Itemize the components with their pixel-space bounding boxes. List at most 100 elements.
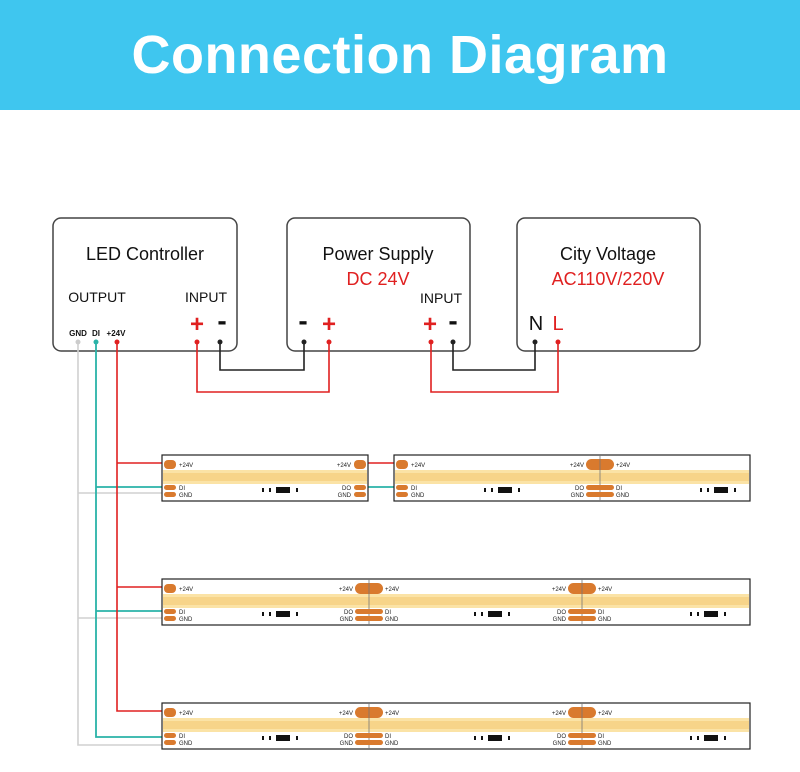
led-chip-pin <box>296 736 298 740</box>
led-chip-pin <box>700 488 702 492</box>
strip-joint-gnd <box>355 616 383 621</box>
led-chip <box>276 611 290 617</box>
city-voltage-value: AC110V/220V <box>552 269 665 289</box>
wire-24v-bus <box>116 342 162 712</box>
controller-input-plus: + <box>190 311 204 338</box>
led-chip-pin <box>474 736 476 740</box>
strip-label-v24: +24V <box>179 463 193 469</box>
strip-label-gnd: GND <box>385 617 399 623</box>
output-wires <box>75 339 398 746</box>
led-chip <box>488 735 502 741</box>
led-chip-pin <box>690 736 692 740</box>
strip-label-di: DI <box>179 734 185 740</box>
strip-pad-24v <box>396 460 408 469</box>
strip-joint-di <box>568 733 596 738</box>
strip-label-di: DI <box>598 734 604 740</box>
led-chip-pin <box>269 488 271 492</box>
led-chip-pin <box>296 488 298 492</box>
strip-label-di: DI <box>385 734 391 740</box>
strip-pad-gnd <box>164 740 176 745</box>
led-chip-pin <box>262 612 264 616</box>
title-banner: Connection Diagram <box>0 0 800 110</box>
strip-label-v24: +24V <box>616 463 630 469</box>
strip-joint-gnd <box>568 616 596 621</box>
strip-row1-seg1-led-core <box>163 473 367 481</box>
strip-label-gnd: GND <box>616 493 630 499</box>
strip-label-gnd: GND <box>179 741 193 747</box>
led-chip-pin <box>697 736 699 740</box>
page-title: Connection Diagram <box>131 25 669 85</box>
strip-label-di: DI <box>411 486 417 492</box>
strip-label-do: DO <box>342 486 351 492</box>
strip-label-do: DO <box>344 610 353 616</box>
strip-pad-gnd <box>396 492 408 497</box>
led-chip-pin <box>690 612 692 616</box>
strip-joint-gnd <box>355 740 383 745</box>
strip-pad-di <box>164 485 176 490</box>
led-chip <box>276 487 290 493</box>
strip-label-do: DO <box>575 486 584 492</box>
controller-input-minus: - <box>217 305 226 336</box>
strip-end-pad-gnd <box>354 492 366 497</box>
controller-pin-gnd: GND <box>69 329 87 338</box>
strip-label-v24: +24V <box>179 711 193 717</box>
led-chip-pin <box>697 612 699 616</box>
strip-row3-led-core <box>163 721 749 729</box>
strip-label-v24: +24V <box>598 587 612 593</box>
power-supply-input-plus: + <box>423 311 437 338</box>
power-supply-input-minus: - <box>448 305 457 336</box>
strip-label-gnd: GND <box>598 617 612 623</box>
wire-gnd-bus <box>77 342 162 746</box>
strip-pad-di <box>164 609 176 614</box>
strip-label-gnd: GND <box>553 741 567 747</box>
strip-label-v24: +24V <box>552 587 566 593</box>
strip-label-v24: +24V <box>179 587 193 593</box>
strip-label-di: DI <box>385 610 391 616</box>
strip-joint-gnd <box>568 740 596 745</box>
strip-joint-gnd <box>586 492 614 497</box>
strip-label-v24: +24V <box>339 587 353 593</box>
led-chip-pin <box>508 736 510 740</box>
city-voltage-n: N <box>529 313 543 335</box>
strip-joint-di <box>568 609 596 614</box>
strip-label-gnd: GND <box>598 741 612 747</box>
strip-label-do: DO <box>344 734 353 740</box>
strip-label-v24: +24V <box>570 463 584 469</box>
strip-label-v24: +24V <box>411 463 425 469</box>
led-chip <box>714 487 728 493</box>
led-chip-pin <box>724 736 726 740</box>
strip-label-do: DO <box>557 610 566 616</box>
led-chip-pin <box>481 736 483 740</box>
led-chip <box>276 735 290 741</box>
led-chip-pin <box>269 736 271 740</box>
wire-supply-minus-to-city-n <box>452 342 536 371</box>
led-chip-pin <box>481 612 483 616</box>
strip-label-v24: +24V <box>385 587 399 593</box>
strip-joint-di <box>355 609 383 614</box>
strip-pad-di <box>164 733 176 738</box>
led-chip-pin <box>484 488 486 492</box>
led-chip-pin <box>491 488 493 492</box>
strip-label-v24: +24V <box>385 711 399 717</box>
led-chip <box>704 735 718 741</box>
led-controller-box: LED Controller OUTPUT INPUT + - GND DI +… <box>52 217 238 352</box>
supply-wires <box>194 339 561 393</box>
controller-input-label: INPUT <box>185 289 227 305</box>
controller-pin-di: DI <box>92 329 100 338</box>
led-chip <box>704 611 718 617</box>
strip-label-gnd: GND <box>553 617 567 623</box>
strip-label-v24: +24V <box>598 711 612 717</box>
wire-controller-minus-to-supply-minus <box>219 342 305 371</box>
strip-row1-seg2-led-core <box>395 473 749 481</box>
strip-label-do: DO <box>557 734 566 740</box>
wire-di-bus <box>95 342 162 738</box>
strip-label-gnd: GND <box>571 493 585 499</box>
led-chip-pin <box>296 612 298 616</box>
wire-supply-plus-to-city-l <box>430 342 559 393</box>
strip-joint-di <box>586 485 614 490</box>
wire-controller-plus-to-supply-plus <box>196 342 330 393</box>
strip-label-gnd: GND <box>179 617 193 623</box>
strip-label-gnd: GND <box>340 741 354 747</box>
led-controller-title: LED Controller <box>86 244 204 264</box>
